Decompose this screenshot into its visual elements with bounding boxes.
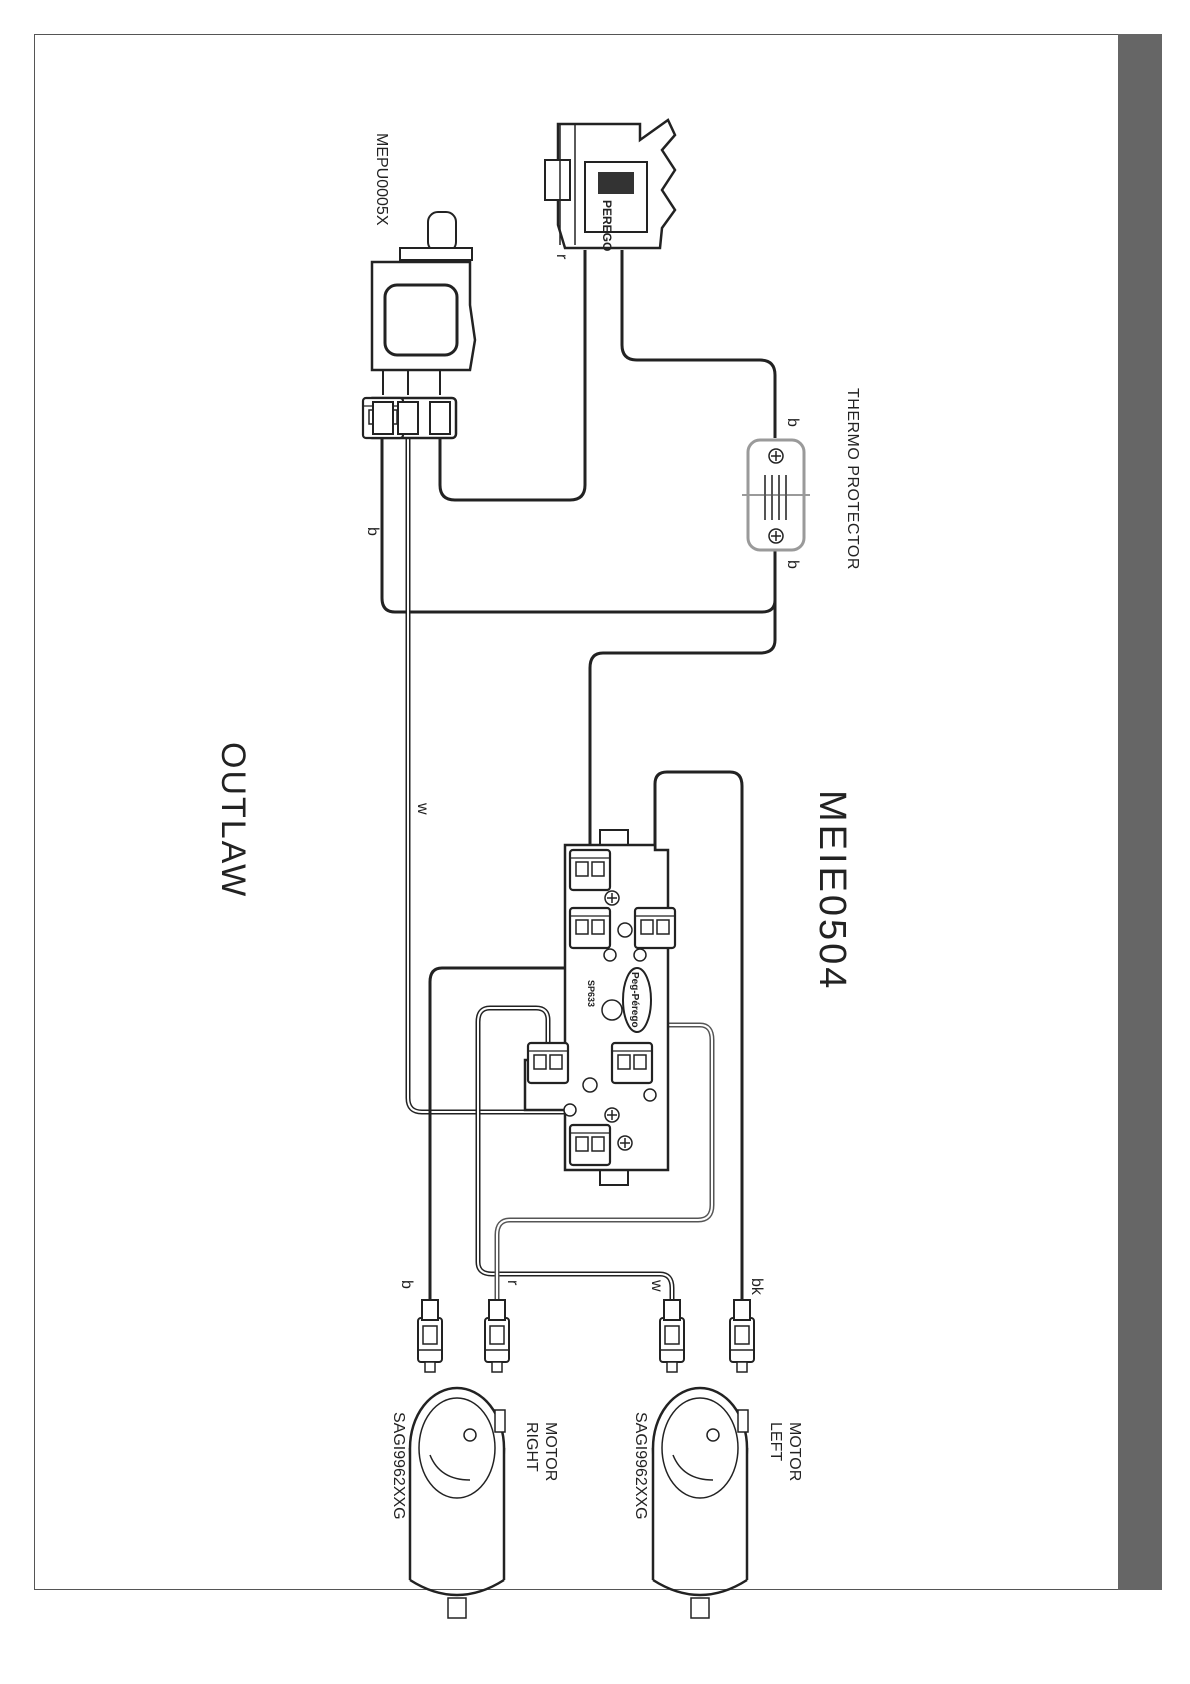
wire-label-motor-r: r [504, 1280, 521, 1286]
motor-left-title-2: LEFT [767, 1422, 784, 1461]
wire-thermo-board [590, 550, 775, 858]
terminal-r [485, 1318, 509, 1372]
board-connector-b [570, 908, 610, 948]
board-connector-bk [635, 908, 675, 948]
board-code: SP633 [586, 980, 596, 1007]
motor-left [653, 1388, 748, 1618]
labels: OUTLAW MEIE0504 MEPU0005X THERMO PROTECT… [214, 133, 861, 1520]
motor-left-title-1: MOTOR [786, 1422, 803, 1481]
motor-right-code: SAGI9962XXG [390, 1412, 407, 1520]
wire-label-motor-b: b [398, 1280, 415, 1289]
wire-label-switch-b: b [364, 527, 381, 536]
board-connector-switch [570, 1125, 610, 1165]
switch-label: MEPU0005X [373, 133, 390, 226]
wire-label-thermo-b-top: b [784, 418, 801, 427]
terminal-b [418, 1318, 442, 1372]
board-connector-w [528, 1043, 568, 1083]
motor-right [410, 1388, 505, 1618]
terminal-w [660, 1318, 684, 1372]
board-connector-r [612, 1043, 652, 1083]
board-brand: Peg-Pérego [629, 972, 640, 1028]
board-connector-batt [570, 850, 610, 890]
wire-connector-b [622, 250, 775, 438]
motor-terminals [418, 1300, 754, 1372]
wire-switch-w [408, 435, 590, 1140]
thermo-label: THERMO PROTECTOR [844, 388, 861, 570]
thermo-protector [742, 440, 810, 550]
battery-connector: PEREGO [545, 120, 675, 251]
wire-label-motor-bk: bk [748, 1278, 765, 1296]
wire-label-connector-r: r [553, 254, 570, 260]
logo-text: PEREGO [600, 200, 614, 251]
motor-right-title-2: RIGHT [523, 1422, 540, 1472]
control-board: Peg-Pérego SP633 [525, 830, 675, 1185]
model-name: OUTLAW [214, 742, 252, 898]
motor-right-title-1: MOTOR [542, 1422, 559, 1481]
part-number: MEIE0504 [811, 790, 853, 991]
wire-label-motor-w: w [648, 1279, 665, 1292]
wire-label-thermo-b-bottom: b [784, 560, 801, 569]
wire-label-switch-w: w [414, 802, 431, 815]
terminal-bk [730, 1318, 754, 1372]
power-switch [363, 212, 475, 438]
motor-left-code: SAGI9962XXG [632, 1412, 649, 1520]
